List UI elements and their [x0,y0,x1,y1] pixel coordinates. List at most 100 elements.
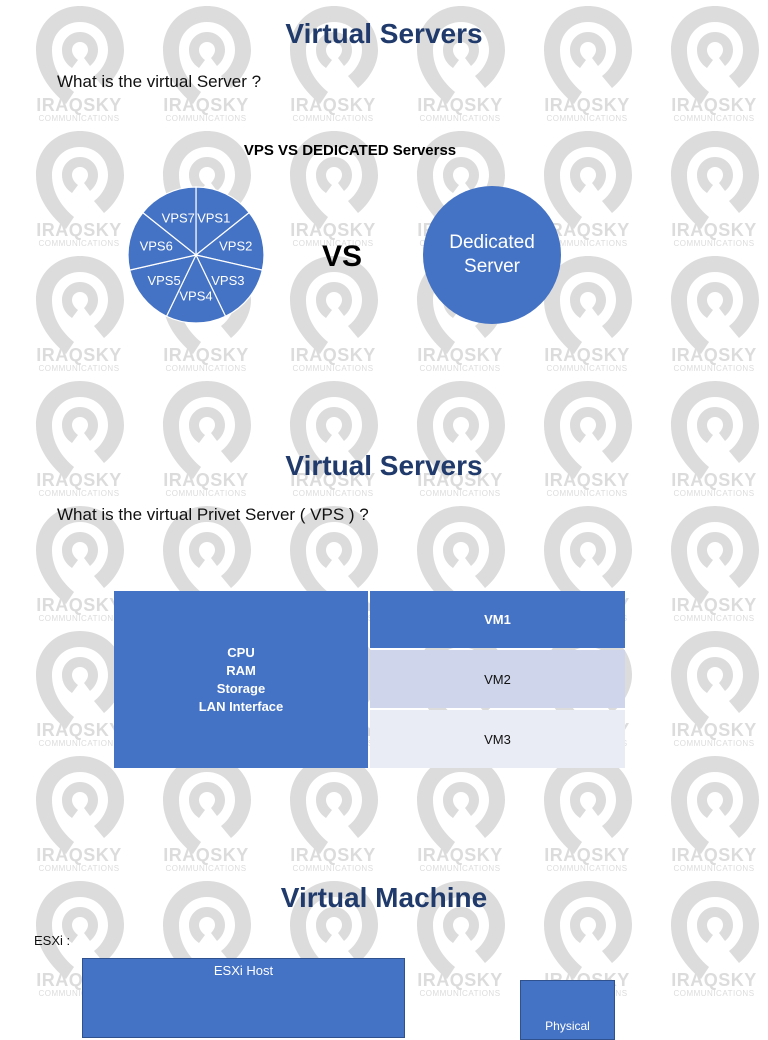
iraqsky-logo-icon [286,125,382,245]
dedicated-server-circle: Dedicated Server [423,186,561,324]
iraqsky-logo-icon [667,875,763,995]
iraqsky-logo-icon [32,125,128,245]
pie-slice-vps6 [127,211,198,271]
vps-vs-dedicated-heading: VPS VS DEDICATED Serverss [243,142,457,159]
iraqsky-logo-icon [286,875,382,995]
iraqsky-logo-icon [667,125,763,245]
esxi-label: ESXi : [34,933,71,948]
resource-lan-interface: LAN Interface [198,698,284,714]
question-virtual-server: What is the virtual Server ? [57,72,262,91]
dedicated-server-label-1: Dedicated [449,232,535,253]
iraqsky-logo-icon [286,500,382,620]
pie-label-vps4: VPS4 [179,288,212,303]
pie-label-vps7: VPS7 [162,211,195,226]
iraqsky-logo-icon [413,500,509,620]
pie-label-vps6: VPS6 [140,238,173,253]
iraqsky-logo-icon [32,0,128,120]
pie-slice-vps3 [194,254,264,318]
vm1-block: VM1 [370,591,625,648]
iraqsky-logo-icon [667,625,763,745]
iraqsky-logo-icon [667,500,763,620]
iraqsky-logo-icon [540,750,636,870]
iraqsky-logo-icon [413,0,509,120]
esxi-host-box: ESXi Host [82,958,405,1038]
resource-cpu: CPU [227,644,255,660]
page-title-virtual-machine: Virtual Machine [280,882,488,913]
pie-label-vps1: VPS1 [197,211,230,226]
pie-slice-vps7 [141,186,197,257]
vm2-block: VM2 [370,650,625,708]
iraqsky-logo-icon [413,375,509,495]
esxi-host-label: ESXi Host [213,963,274,978]
iraqsky-logo-icon [32,500,128,620]
iraqsky-logo-icon [286,0,382,120]
iraqsky-logo-icon [540,375,636,495]
iraqsky-logo-icon [32,250,128,370]
physical-label: Physical [545,1019,590,1033]
iraqsky-logo-icon [540,250,636,370]
vs-label: VS [322,240,363,273]
iraqsky-logo-icon [667,250,763,370]
iraqsky-logo-icon [32,625,128,745]
pie-label-vps2: VPS2 [219,238,252,253]
iraqsky-logo-icon [159,500,255,620]
iraqsky-logo-icon [286,375,382,495]
iraqsky-logo-icon [413,750,509,870]
iraqsky-logo-icon [540,0,636,120]
pie-label-vps3: VPS3 [211,273,244,288]
physical-box-partial: Physical [520,980,615,1040]
iraqsky-logo-icon [159,750,255,870]
page-title-virtual-servers-2: Virtual Servers [285,450,483,481]
iraqsky-logo-icon [32,875,128,995]
pie-slice-vps4 [165,253,227,324]
page-title-virtual-servers-1: Virtual Servers [285,18,483,49]
iraqsky-logo-icon [540,500,636,620]
question-vps: What is the virtual Privet Server ( VPS … [57,505,369,524]
iraqsky-logo-icon [32,375,128,495]
iraqsky-logo-icon [667,0,763,120]
iraqsky-logo-icon [540,875,636,995]
iraqsky-logo-icon [32,750,128,870]
iraqsky-logo-icon [159,0,255,120]
pie-label-vps5: VPS5 [147,273,180,288]
iraqsky-logo-icon [667,375,763,495]
iraqsky-logo-icon [286,250,382,370]
resource-storage: Storage [216,680,266,696]
iraqsky-logo-icon [667,750,763,870]
pie-slice-vps2 [194,211,265,271]
iraqsky-logo-icon [159,875,255,995]
iraqsky-logo-icon [540,125,636,245]
